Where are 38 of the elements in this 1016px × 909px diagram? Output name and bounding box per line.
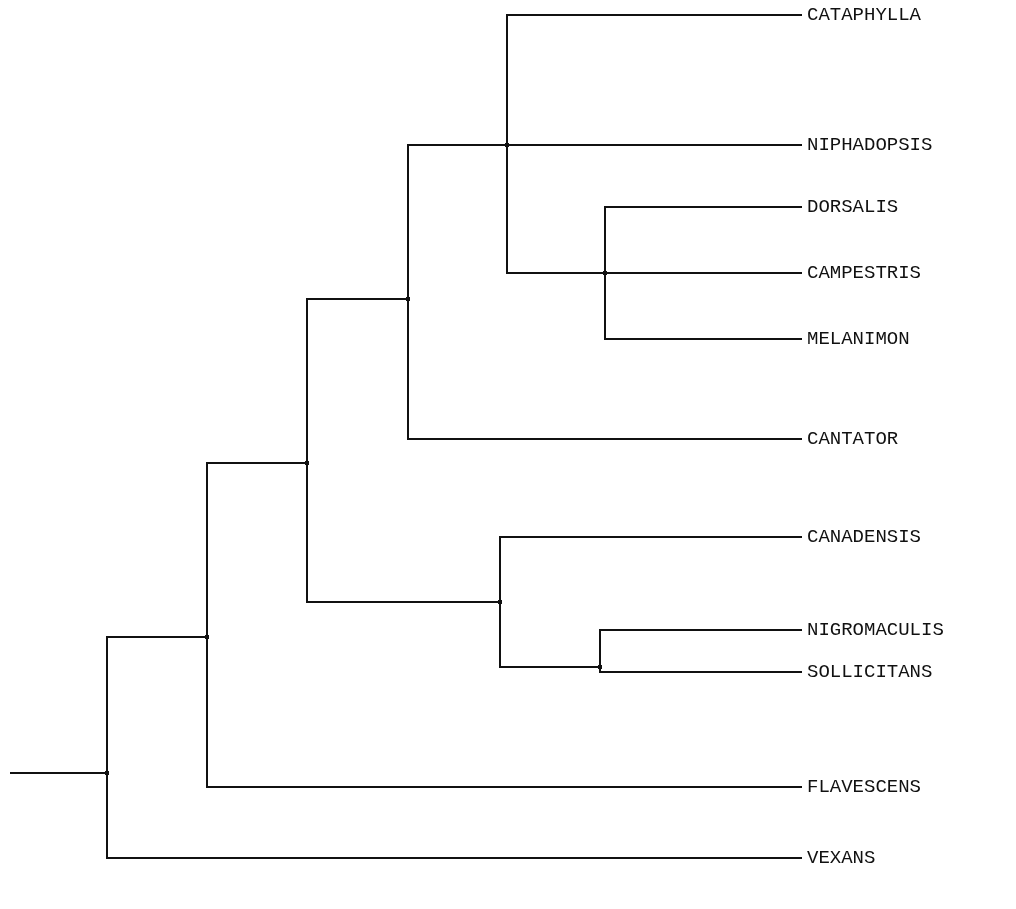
branch-line — [306, 464, 499, 603]
branch-line — [407, 300, 803, 440]
branch-line — [606, 272, 803, 274]
branch-line — [604, 206, 803, 272]
branch-line — [206, 462, 306, 636]
taxon-label: CATAPHYLLA — [802, 3, 922, 27]
branch-line — [9, 772, 106, 774]
branch-line — [599, 629, 803, 666]
taxon-label: MELANIMON — [802, 327, 910, 351]
branch-line — [599, 668, 803, 673]
taxon-label: VEXANS — [802, 846, 876, 870]
branch-line — [508, 144, 803, 146]
taxon-label: NIPHADOPSIS — [802, 133, 933, 157]
branch-line — [506, 146, 604, 274]
branch-line — [306, 298, 407, 462]
branch-line — [106, 636, 206, 772]
branch-point — [406, 297, 410, 301]
branch-point — [205, 635, 209, 639]
branch-point — [498, 600, 502, 604]
branch-point — [105, 771, 109, 775]
taxon-label: FLAVESCENS — [802, 775, 922, 799]
taxon-label: DORSALIS — [802, 195, 899, 219]
branch-point — [505, 143, 509, 147]
branch-line — [407, 144, 506, 298]
branch-line — [206, 638, 803, 788]
branch-line — [106, 774, 803, 859]
taxon-label: CANTATOR — [802, 427, 899, 451]
branch-line — [604, 274, 803, 340]
branch-line — [506, 14, 803, 144]
branch-line — [499, 603, 599, 668]
taxon-label: CANADENSIS — [802, 525, 922, 549]
branch-point — [598, 665, 602, 669]
taxon-label: SOLLICITANS — [802, 660, 933, 684]
taxon-label: CAMPESTRIS — [802, 261, 922, 285]
branch-point — [603, 271, 607, 275]
taxon-label: NIGROMACULIS — [802, 618, 944, 642]
branch-line — [499, 536, 803, 601]
branch-point — [305, 461, 309, 465]
